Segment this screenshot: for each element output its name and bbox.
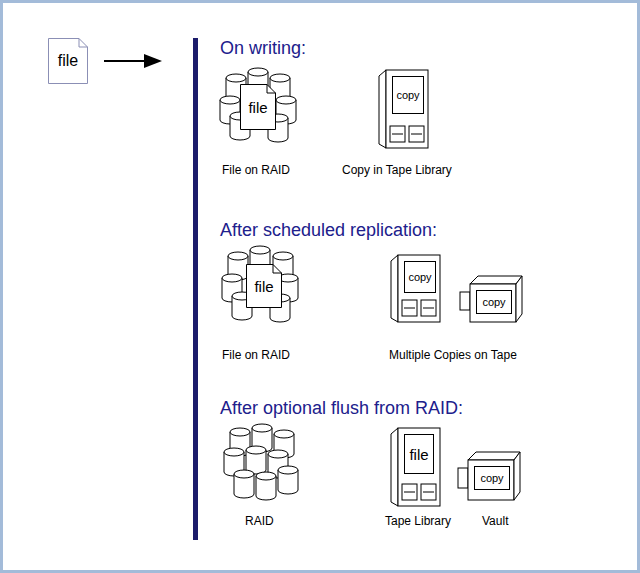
disk-cylinder: [278, 466, 298, 494]
raid-array: [224, 424, 298, 500]
vault-top: [468, 452, 520, 460]
vault-tape: copy: [474, 466, 510, 490]
library-side: [391, 255, 398, 322]
divider-bar: [193, 38, 198, 540]
cylinder-top: [274, 430, 294, 438]
arrow-shaft: [104, 60, 146, 62]
document-page: [241, 85, 276, 130]
caption: File on RAID: [222, 349, 290, 363]
icon-text: copy: [408, 272, 431, 283]
cartridge-line: [411, 134, 422, 135]
arrow-head: [144, 54, 162, 68]
caption: Multiple Copies on Tape: [389, 349, 517, 363]
library-front: [386, 70, 428, 148]
cylinder-top: [250, 246, 270, 254]
library-front: [398, 255, 440, 322]
document-icon: file: [240, 84, 276, 130]
icon-text: copy: [480, 473, 503, 484]
caption: File on RAID: [222, 164, 290, 178]
cylinder-top: [268, 450, 288, 458]
cylinder-top: [230, 428, 250, 436]
tape-slot: copy: [404, 261, 436, 293]
tape-cartridge: [402, 484, 417, 500]
icon-text: file: [58, 53, 78, 69]
icon-text: file: [248, 100, 267, 115]
cylinder-top: [224, 448, 244, 456]
tape-cartridge: [409, 126, 424, 142]
vault-bump: [460, 292, 470, 310]
raid-array: [222, 246, 298, 322]
cylinder-top: [270, 74, 290, 82]
tape-library: [391, 428, 440, 506]
tape-library: [379, 70, 428, 148]
disk-cylinder: [246, 446, 266, 474]
icon-text: file: [409, 447, 428, 462]
tape-cartridge: [421, 300, 436, 316]
document-fold: [267, 85, 276, 94]
cylinder-top: [252, 424, 272, 432]
tape-cartridge: [402, 300, 417, 316]
document-icon: file: [246, 264, 282, 308]
cylinder-top: [276, 96, 296, 104]
caption: RAID: [245, 515, 274, 529]
icon-text: copy: [482, 297, 505, 308]
caption: Tape Library: [385, 515, 451, 529]
caption: Vault: [482, 515, 508, 529]
document-page: [49, 39, 88, 84]
disk-cylinder: [234, 470, 254, 498]
section-heading: After scheduled replication:: [220, 220, 437, 241]
cylinder-top: [220, 96, 240, 104]
section-heading: After optional flush from RAID:: [220, 398, 463, 419]
cylinder-top: [222, 274, 242, 282]
library-front: [398, 428, 440, 506]
tape-cartridge: [421, 484, 436, 500]
tape-vault: [460, 276, 522, 322]
section-heading: On writing:: [220, 38, 306, 59]
tape-cartridge: [390, 126, 405, 142]
cylinder-top: [278, 466, 298, 474]
cylinder-top: [273, 252, 293, 260]
vault-front: [470, 284, 516, 322]
document-icon: file: [48, 38, 88, 84]
vault-top: [470, 276, 522, 284]
icon-text: copy: [396, 90, 419, 101]
tape-vault: [458, 452, 520, 500]
vault-front: [468, 460, 514, 500]
vault-bump: [458, 468, 468, 488]
document-fold: [273, 265, 282, 274]
vault-side: [514, 452, 520, 500]
cylinder-top: [246, 446, 266, 454]
vault-tape: copy: [476, 290, 512, 314]
cylinder-top: [228, 252, 248, 260]
cartridge-line: [404, 308, 415, 309]
library-side: [391, 428, 398, 506]
tape-library: [391, 255, 440, 322]
cartridge-line: [392, 134, 403, 135]
document-fold: [79, 39, 88, 48]
arrow: [104, 54, 162, 68]
cylinder-top: [226, 74, 246, 82]
tape-slot: copy: [392, 76, 424, 114]
document-page: [247, 265, 282, 308]
cartridge-line: [404, 492, 415, 493]
cartridge-line: [423, 308, 434, 309]
tape-slot: file: [404, 434, 434, 474]
vault-side: [516, 276, 522, 322]
raid-array: [220, 68, 296, 142]
cylinder-top: [248, 68, 268, 76]
cartridge-line: [423, 492, 434, 493]
caption: Copy in Tape Library: [342, 164, 452, 178]
disk-cylinder: [256, 472, 276, 500]
icon-text: file: [254, 279, 273, 294]
cylinder-top: [234, 470, 254, 478]
cylinder-top: [256, 472, 276, 480]
library-side: [379, 70, 386, 148]
